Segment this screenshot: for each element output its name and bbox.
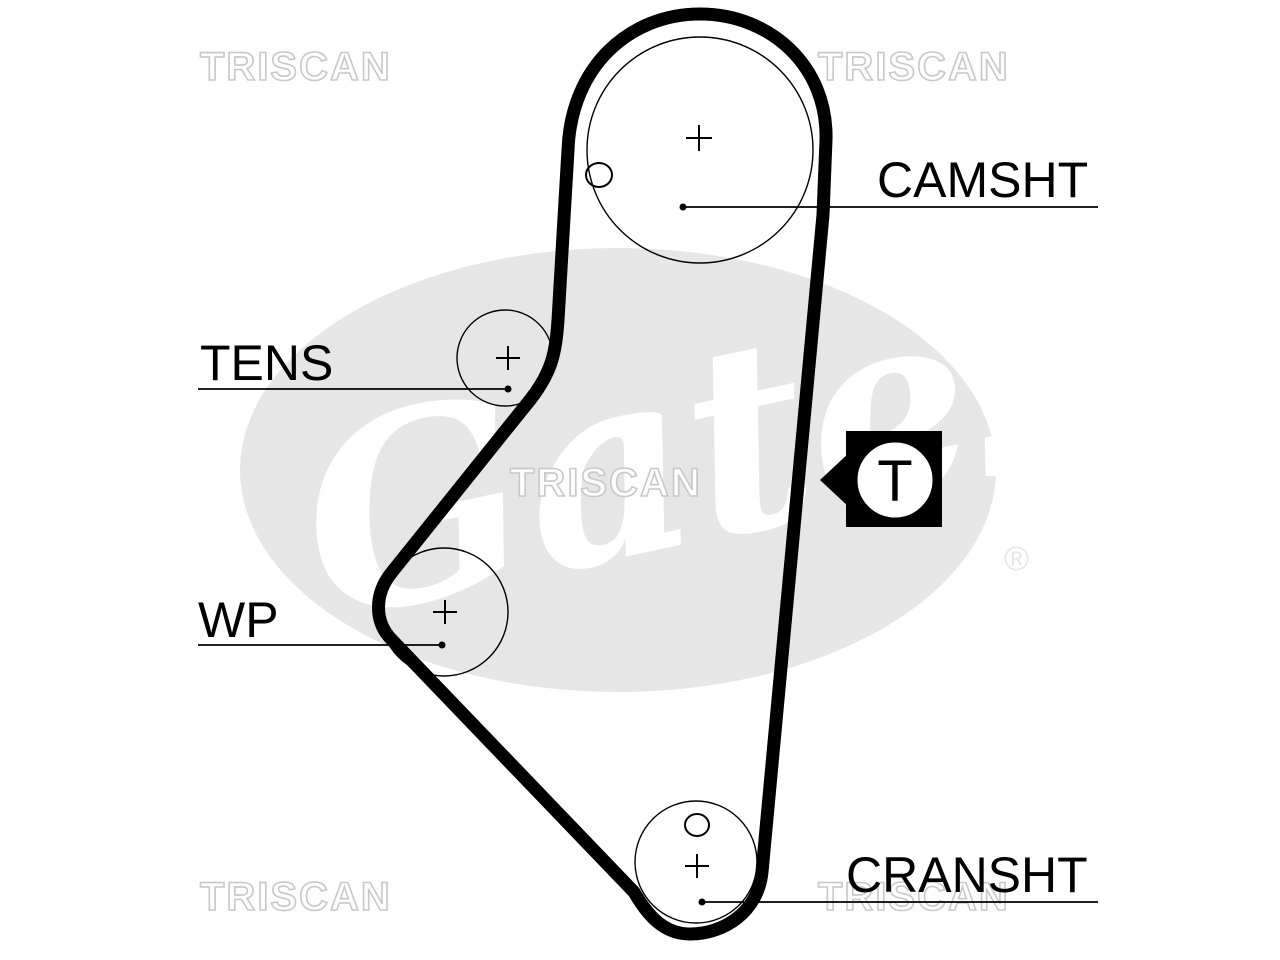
camshaft-label: CAMSHT: [877, 152, 1088, 208]
tensioner-label: TENS: [200, 335, 333, 391]
triscan-watermark-bottom-right: TRISCAN: [818, 875, 1010, 919]
camshaft-timing-hole: [585, 162, 613, 188]
triscan-watermark-bottom-left: TRISCAN: [200, 875, 392, 919]
triscan-watermark-center: TRISCAN: [510, 461, 702, 505]
triscan-watermark-top-left: TRISCAN: [200, 45, 392, 89]
timing-belt: [372, 7, 833, 941]
water-pump-label: WP: [198, 592, 279, 648]
registered-mark: ®: [1004, 540, 1029, 578]
tension-badge-letter: T: [877, 449, 912, 514]
triscan-watermarks: TRISCAN TRISCAN TRISCAN TRISCAN TRISCAN: [199, 44, 1010, 920]
camshaft-pulley: [585, 36, 814, 264]
tension-badge: T: [820, 431, 942, 527]
tension-badge-arrow-icon: [820, 452, 850, 508]
crankshaft-label: CRANSHT: [846, 847, 1088, 903]
triscan-watermark-top-right: TRISCAN: [818, 45, 1010, 89]
crankshaft-pulley: [634, 800, 758, 924]
crankshaft-timing-hole: [684, 813, 710, 837]
camshaft-pulley-circle: [586, 36, 814, 264]
tension-badge-circle: [854, 439, 936, 521]
leader-lines: [198, 203, 1098, 906]
